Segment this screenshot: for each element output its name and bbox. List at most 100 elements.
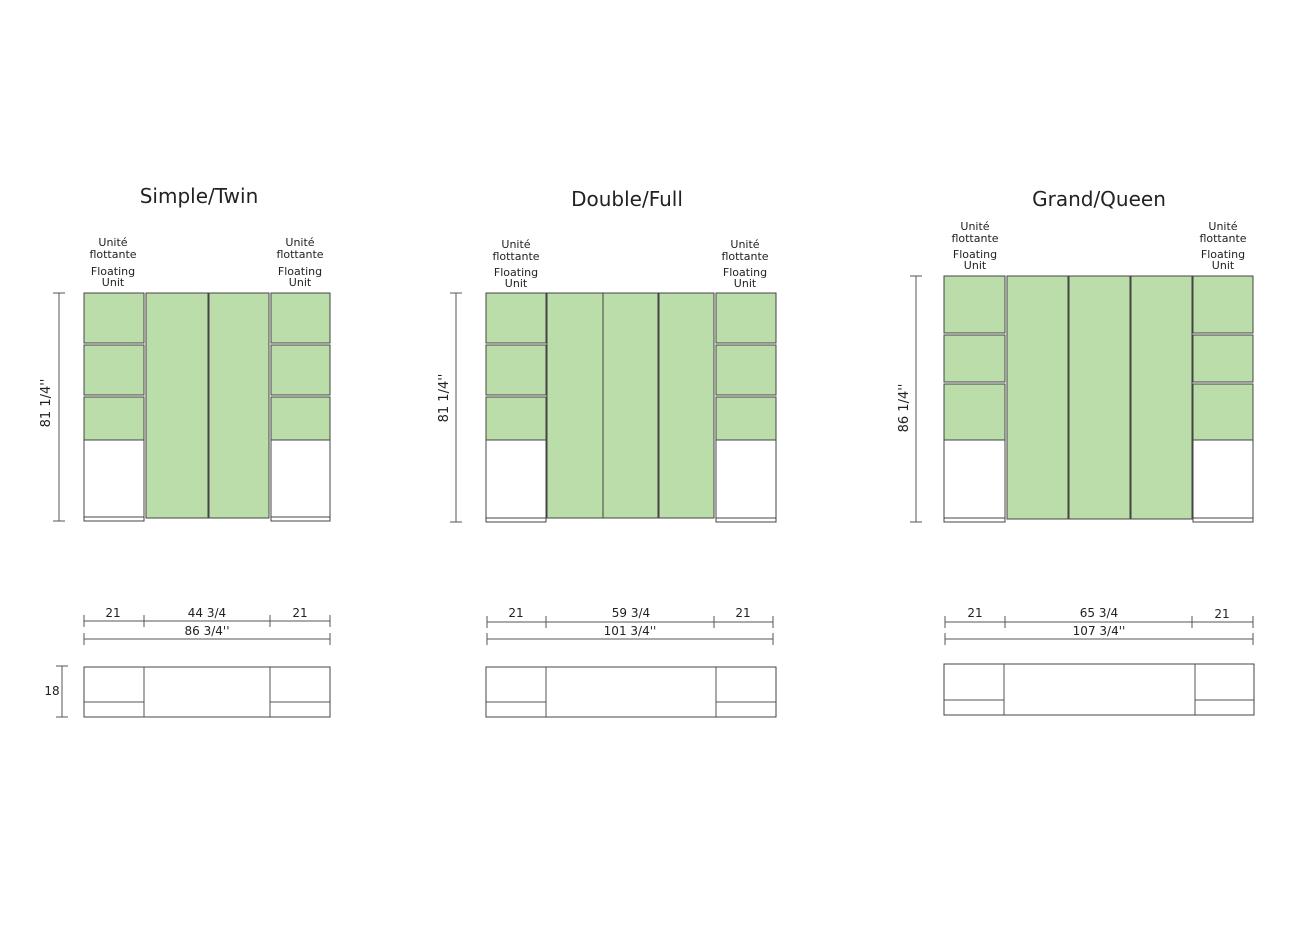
- sliding-panel: [1006, 275, 1069, 520]
- dimension-text: 81 1/4'': [437, 374, 452, 423]
- dimension-text: Unit: [734, 277, 757, 290]
- open-compartment: [1192, 517, 1254, 523]
- config-grand-queen: Grand/Queen Unité flottante Floating Uni…: [897, 187, 1255, 716]
- floating-unit-label-left: Unité flottante Floating Unit: [492, 238, 539, 290]
- floating-unit-label-right: Unité flottante Floating Unit: [721, 238, 768, 290]
- dimension-text: flottante: [951, 232, 998, 245]
- open-compartment: [270, 516, 331, 522]
- sliding-panel: [715, 344, 777, 396]
- open-compartment: [485, 666, 777, 718]
- sliding-panel: [485, 292, 547, 344]
- config-double-full: Double/Full Unité flottante Floating Uni…: [437, 187, 777, 718]
- dimension-text: flottante: [276, 248, 323, 261]
- plan-view: [485, 666, 777, 718]
- open-compartment: [943, 439, 1006, 519]
- width-dimensions: 21 65 3/4 21 107 3/4'': [944, 606, 1254, 645]
- config-title: Grand/Queen: [1032, 187, 1166, 211]
- open-compartment: [1192, 439, 1254, 519]
- sliding-panel: [1192, 275, 1254, 334]
- total-width-label: 107 3/4'': [1073, 624, 1126, 638]
- open-compartment: [715, 517, 777, 523]
- dimension-text: Unité: [501, 238, 530, 251]
- dimension-text: Floating: [953, 248, 997, 261]
- dimension-text: Unit: [505, 277, 528, 290]
- dimension-text: flottante: [1199, 232, 1246, 245]
- dimension-text: Unité: [730, 238, 759, 251]
- dimension-text: Unité: [1208, 220, 1237, 233]
- sliding-panel: [1192, 383, 1254, 441]
- sliding-panel: [943, 275, 1006, 334]
- dimension-text: flottante: [721, 250, 768, 263]
- config-title: Double/Full: [571, 187, 683, 211]
- sliding-panel: [546, 292, 604, 519]
- side-width-label: 21: [1214, 607, 1229, 621]
- height-dimension: 81 1/4'': [39, 292, 65, 522]
- dimension-text: Floating: [278, 265, 322, 278]
- sliding-panel: [485, 396, 547, 441]
- dimension-text: 86 1/4'': [897, 384, 912, 433]
- sliding-panel: [1068, 275, 1131, 520]
- floating-unit-label-right: Unité flottante Floating Unit: [276, 236, 323, 289]
- dimension-text: 81 1/4'': [39, 379, 54, 428]
- sliding-panel: [602, 292, 659, 519]
- depth-dimension: 18: [44, 665, 68, 718]
- side-width-label: 21: [292, 606, 307, 620]
- sliding-panel: [270, 292, 331, 344]
- dimension-text: flottante: [492, 250, 539, 263]
- dimension-text: Unité: [98, 236, 127, 249]
- depth-label: 18: [44, 684, 59, 698]
- open-compartment: [485, 439, 547, 519]
- side-width-label: 21: [735, 606, 750, 620]
- dimension-text: Floating: [91, 265, 135, 278]
- floating-unit-label-left: Unité flottante Floating Unit: [89, 236, 136, 289]
- sliding-panel: [270, 344, 331, 396]
- center-width-label: 59 3/4: [612, 606, 650, 620]
- sliding-panel: [658, 292, 715, 519]
- sliding-panel: [83, 344, 145, 396]
- center-width-label: 65 3/4: [1080, 606, 1118, 620]
- open-compartment: [83, 516, 145, 522]
- height-dimension: 81 1/4'': [437, 292, 462, 523]
- side-width-label: 21: [105, 606, 120, 620]
- side-width-label: 21: [967, 606, 982, 620]
- open-compartment: [485, 517, 547, 523]
- sliding-panel: [83, 292, 145, 344]
- sliding-panel: [1192, 334, 1254, 383]
- center-width-label: 44 3/4: [188, 606, 226, 620]
- dimension-text: flottante: [89, 248, 136, 261]
- total-width-label: 101 3/4'': [604, 624, 657, 638]
- height-dimension: 86 1/4'': [897, 275, 922, 523]
- plan-view: [943, 663, 1255, 716]
- open-compartment: [943, 663, 1255, 716]
- side-width-label: 21: [508, 606, 523, 620]
- dimension-text: Unit: [1212, 259, 1235, 272]
- total-width-label: 86 3/4'': [185, 624, 230, 638]
- sliding-panel: [943, 334, 1006, 383]
- elevation-view: [83, 292, 331, 522]
- floating-unit-label-right: Unité flottante Floating Unit: [1199, 220, 1246, 272]
- open-compartment: [943, 517, 1006, 523]
- plan-view: [83, 666, 331, 718]
- dimension-text: Unit: [964, 259, 987, 272]
- width-dimensions: 21 44 3/4 21 86 3/4'': [83, 606, 331, 645]
- sliding-panel: [145, 292, 209, 519]
- sliding-panel: [1130, 275, 1193, 520]
- elevation-view: [485, 292, 777, 523]
- dimension-text: Unit: [102, 276, 125, 289]
- open-compartment: [270, 439, 331, 518]
- width-dimensions: 21 59 3/4 21 101 3/4'': [486, 606, 774, 645]
- sliding-panel: [270, 396, 331, 441]
- sliding-panel: [943, 383, 1006, 441]
- dimension-text: Floating: [1201, 248, 1245, 261]
- open-compartment: [715, 439, 777, 519]
- open-compartment: [83, 666, 331, 718]
- floating-unit-label-left: Unité flottante Floating Unit: [951, 220, 998, 272]
- sliding-panel: [715, 396, 777, 441]
- dimension-text: Unit: [289, 276, 312, 289]
- sliding-panel: [485, 344, 547, 396]
- config-simple-twin: Simple/Twin Unité flottante Floating Uni…: [39, 184, 331, 718]
- elevation-view: [943, 275, 1254, 523]
- dimension-text: Unité: [960, 220, 989, 233]
